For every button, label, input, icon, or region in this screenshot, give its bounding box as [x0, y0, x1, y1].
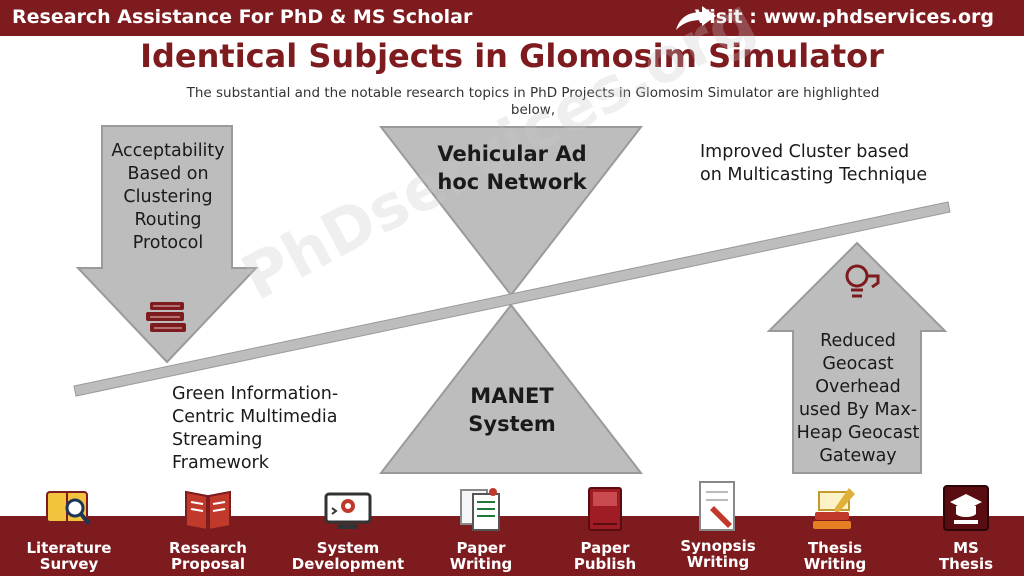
up-arrow-shape — [766, 241, 948, 474]
page-title: Identical Subjects in Glomosim Simulator — [140, 37, 884, 75]
system-development-icon — [324, 492, 372, 529]
bottom-triangle-shape — [378, 303, 644, 474]
brand-text: Research Assistance For PhD & MS Scholar — [12, 6, 473, 28]
lightbulb-icon — [845, 264, 880, 298]
page-subtitle: The substantial and the notable research… — [186, 85, 880, 118]
paper-writing-icon — [460, 488, 500, 531]
curved-arrow-icon — [676, 6, 716, 30]
down-arrow-shape — [75, 125, 259, 364]
research-proposal-icon — [185, 490, 231, 532]
bottom-triangle-label: MANET System — [468, 384, 556, 436]
diagonal-bar — [73, 201, 951, 397]
top-triangle-shape — [378, 126, 644, 297]
books-icon — [146, 302, 186, 332]
left-bottom-label: Green Information-Centric Multimedia Str… — [172, 384, 339, 473]
top-banner: Research Assistance For PhD & MS Scholar… — [0, 0, 1024, 36]
up-arrow-label: Reduced Geocast Overhead used By Max-Hea… — [796, 331, 920, 466]
thesis-writing-icon — [813, 488, 855, 529]
services-bar — [0, 516, 1024, 576]
paper-publish-icon — [588, 487, 622, 531]
website-link[interactable]: Visit : www.phdservices.org — [694, 6, 994, 28]
right-top-label: Improved Cluster based on Multicasting T… — [700, 142, 928, 185]
down-arrow-label: Acceptability Based on Clustering Routin… — [111, 141, 225, 253]
synopsis-writing-icon — [699, 481, 735, 531]
literature-survey-icon — [46, 491, 91, 526]
ms-thesis-icon — [943, 485, 989, 531]
top-triangle-label: Vehicular Ad hoc Network — [437, 142, 587, 194]
